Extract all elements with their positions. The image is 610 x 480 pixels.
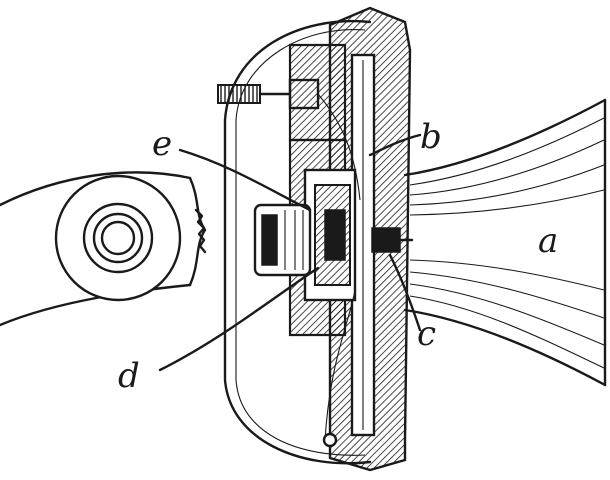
internal-wire-bottom — [324, 289, 356, 441]
leader-b — [368, 133, 422, 157]
leader-c — [388, 253, 422, 332]
label-c: c — [417, 314, 436, 354]
bottom-terminal — [322, 432, 338, 448]
label-d: d — [118, 356, 140, 396]
pivot-ring — [54, 174, 182, 302]
leader-d — [158, 266, 320, 372]
adjusting-knob — [253, 203, 312, 277]
wire-loop-inner — [235, 28, 366, 456]
horn — [403, 98, 607, 387]
leader-e — [178, 148, 312, 212]
internal-wire-top — [317, 93, 361, 201]
coil-chamber — [303, 168, 357, 302]
diaphragm-screw — [371, 227, 414, 253]
wire-loop — [223, 19, 372, 465]
label-b: b — [420, 117, 442, 157]
label-a: a — [538, 221, 558, 261]
label-e: e — [152, 124, 172, 164]
